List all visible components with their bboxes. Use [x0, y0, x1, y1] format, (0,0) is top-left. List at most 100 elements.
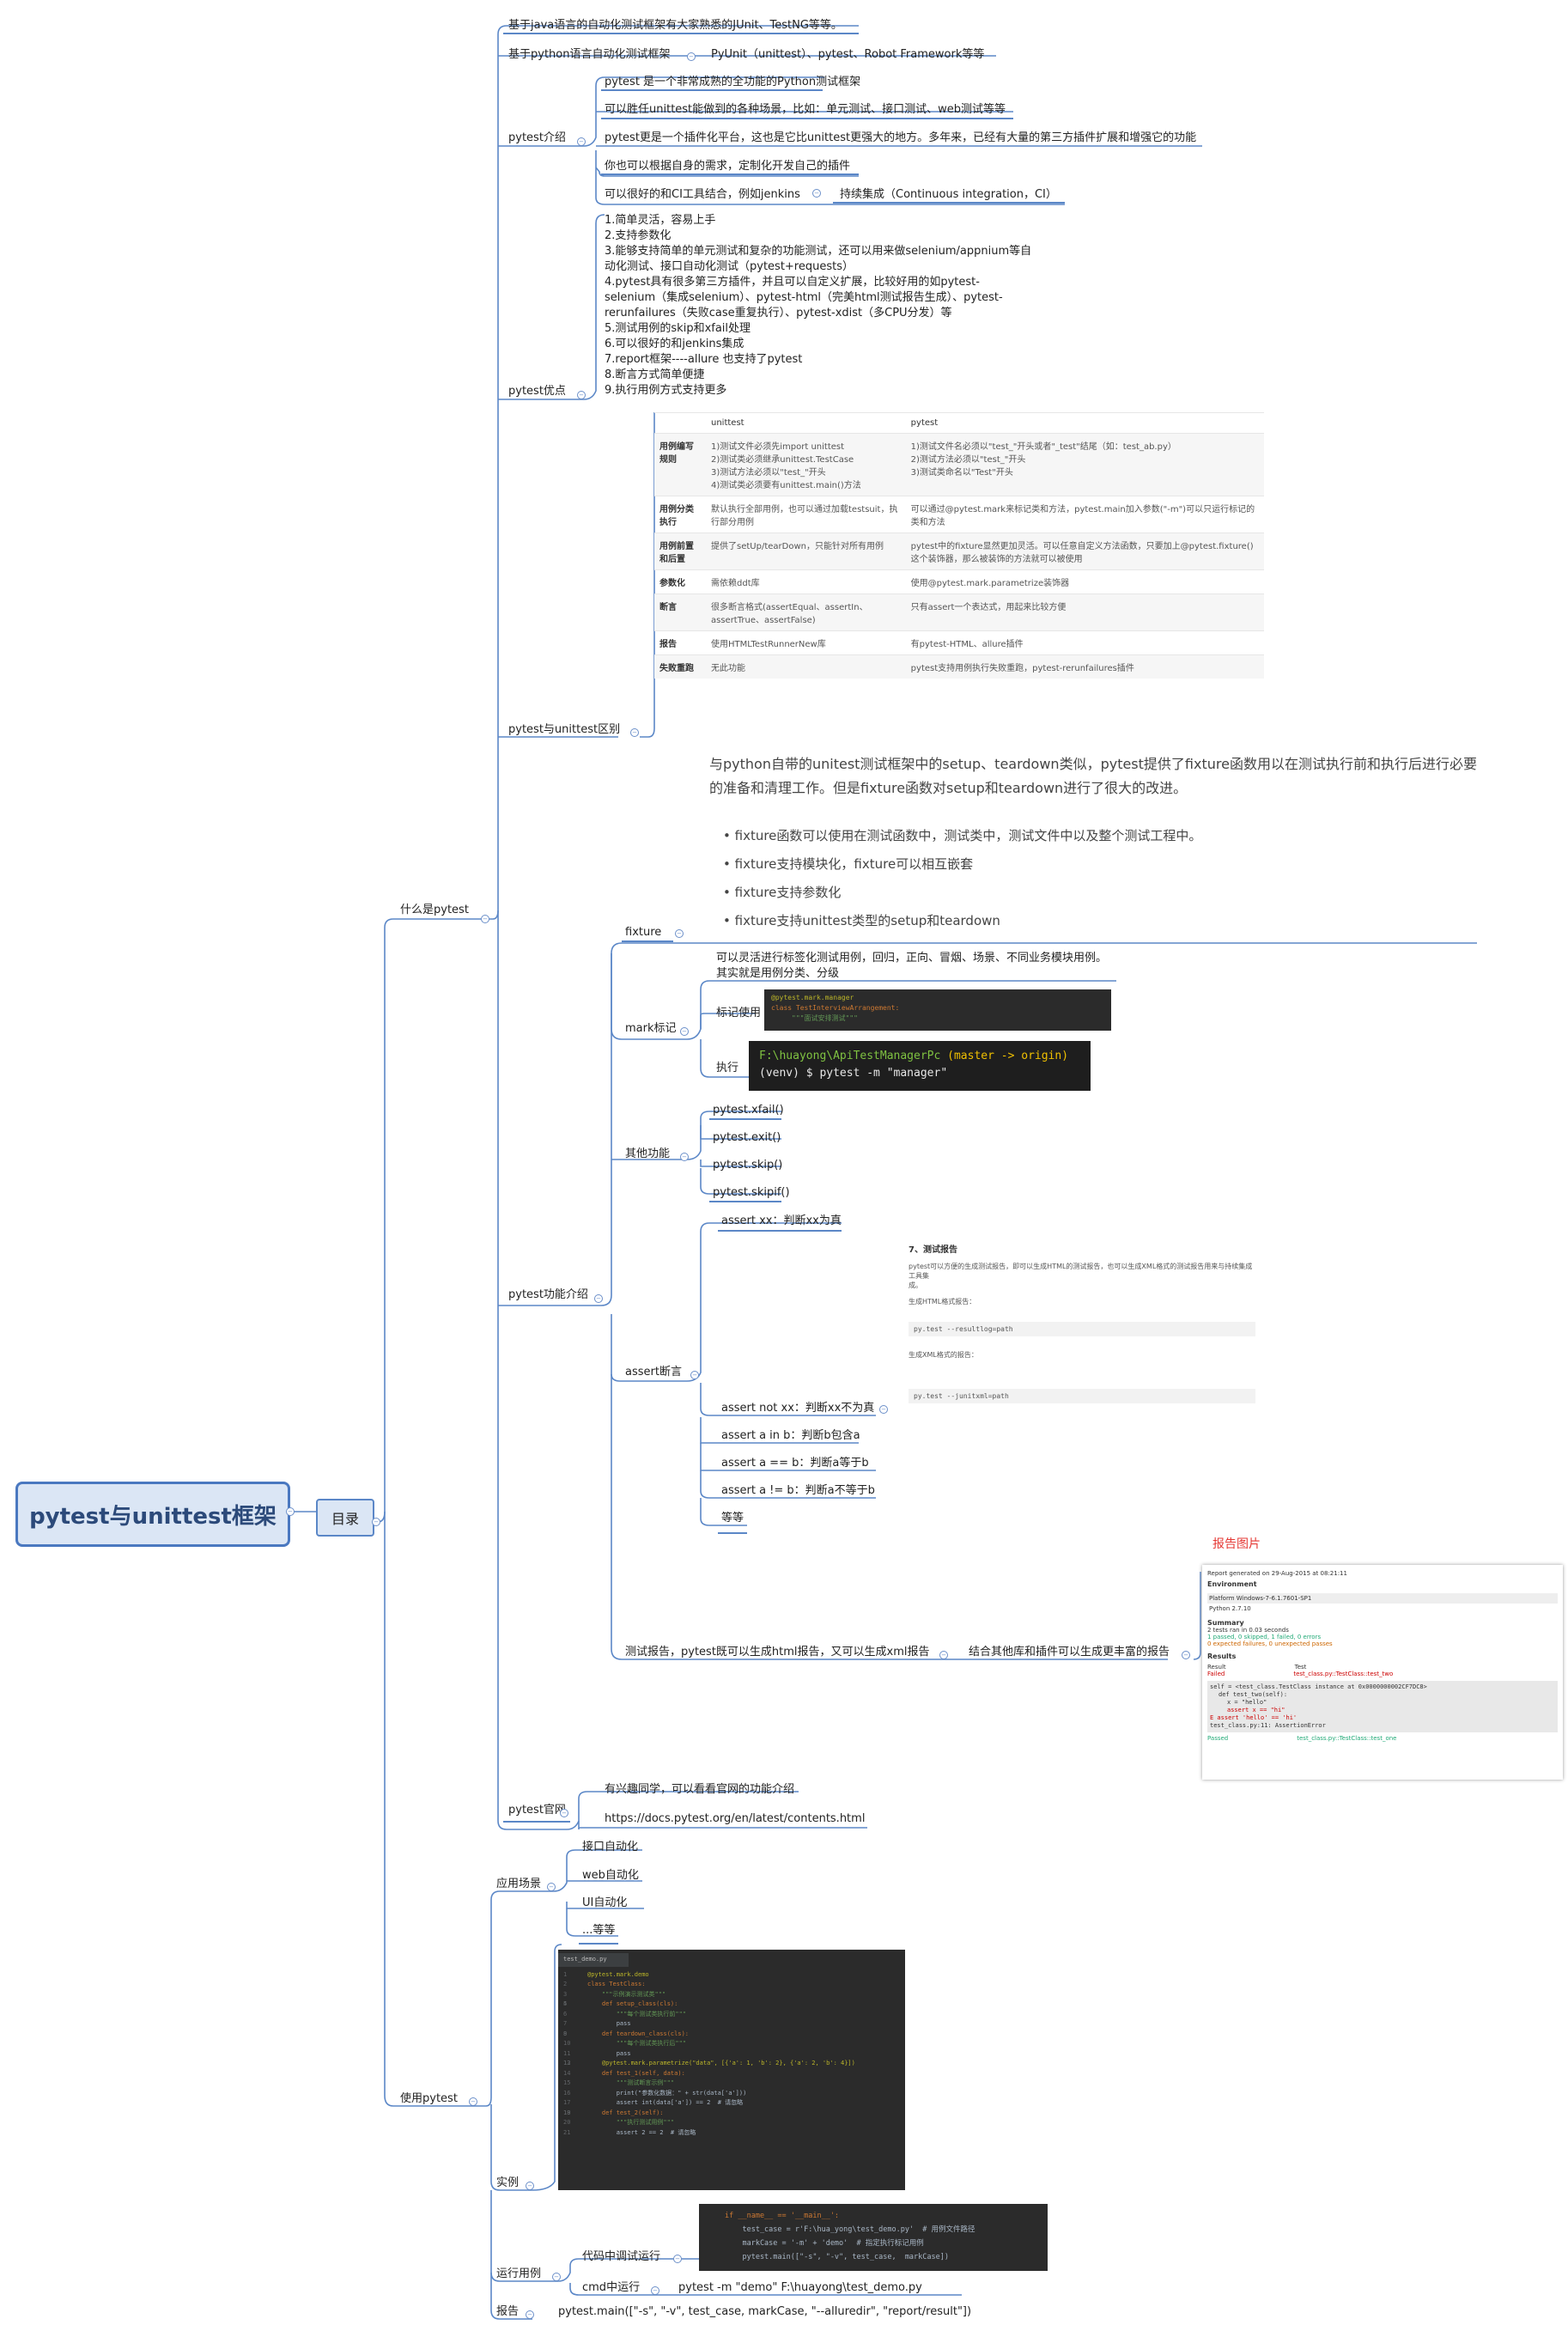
topic-java-frameworks[interactable]: 基于java语言的自动化测试框架有大家熟悉的JUnit、TestNG等等。: [508, 19, 842, 32]
doc-title: 7、测试报告: [909, 1245, 957, 1255]
collapse-toggle-icon[interactable]: −: [547, 1883, 556, 1891]
advantage-line: 4.pytest具有很多第三方插件，并且可以自定义扩展，比较好用的如pytest…: [605, 276, 980, 289]
topic-pytest-features[interactable]: pytest功能介绍: [508, 1288, 588, 1301]
topic-pytest-website[interactable]: pytest官网: [508, 1804, 566, 1817]
collapse-toggle-icon[interactable]: −: [577, 391, 586, 399]
intro-ci-item[interactable]: 持续集成（Continuous integration，CI）: [840, 188, 1057, 201]
collapse-toggle-icon[interactable]: −: [680, 1027, 689, 1036]
mark-description-2[interactable]: 其实就是用例分类、分级: [716, 967, 840, 980]
assert-item[interactable]: 等等: [721, 1512, 744, 1525]
collapse-toggle-icon[interactable]: −: [812, 189, 821, 198]
intro-item-1[interactable]: pytest 是一个非常成熟的全功能的Python测试框架: [605, 76, 861, 88]
collapse-toggle-icon[interactable]: −: [526, 2182, 534, 2190]
toc-topic[interactable]: 目录: [316, 1499, 374, 1537]
topic-run-cases[interactable]: 运行用例: [496, 2267, 542, 2280]
topic-report[interactable]: 报告: [496, 2305, 520, 2318]
topic-python-frameworks[interactable]: 基于python语言自动化测试框架: [508, 48, 671, 61]
other-xfail[interactable]: pytest.xfail(): [713, 1104, 784, 1117]
run-in-cmd[interactable]: cmd中运行: [582, 2281, 641, 2294]
other-skip[interactable]: pytest.skip(): [713, 1159, 783, 1172]
line-number: 4: [563, 2000, 568, 2007]
collapse-toggle-icon[interactable]: −: [630, 728, 639, 737]
report-command[interactable]: pytest.main(["-s", "-v", test_case, mark…: [558, 2305, 972, 2318]
topic-scenarios[interactable]: 应用场景: [496, 1878, 542, 1890]
mark-description-1[interactable]: 可以灵活进行标签化测试用例，回归，正向、冒烟、场景、不同业务模块用例。: [716, 952, 1108, 965]
root-topic[interactable]: pytest与unittest框架: [15, 1482, 290, 1547]
report-code: assert x == "hi": [1227, 1707, 1285, 1713]
collapse-toggle-icon[interactable]: −: [879, 1405, 888, 1414]
report-rich-plugins[interactable]: 结合其他库和插件可以生成更丰富的报告: [969, 1646, 1170, 1659]
other-skipif[interactable]: pytest.skipif(): [713, 1186, 790, 1199]
collapse-toggle-icon[interactable]: −: [481, 915, 489, 923]
assert-item[interactable]: assert not xx：判断xx不为真: [721, 1402, 875, 1415]
collapse-toggle-icon[interactable]: −: [552, 2273, 561, 2281]
editor-tab[interactable]: test_demo.py: [558, 1953, 629, 1967]
scenario-web[interactable]: web自动化: [582, 1869, 639, 1882]
table-cell: 可以通过@pytest.mark来标记类和方法，pytest.main加入参数(…: [905, 496, 1264, 533]
scenario-etc[interactable]: ...等等: [582, 1924, 616, 1937]
code-line: 16 print("参数化数据：" + str(data['a'])): [558, 2089, 905, 2099]
collapse-toggle-icon[interactable]: −: [680, 1153, 689, 1161]
scenario-api[interactable]: 接口自动化: [582, 1841, 639, 1853]
assert-item[interactable]: assert a in b：判断b包含a: [721, 1429, 860, 1442]
fixture-bullet-3: • fixture支持参数化: [723, 885, 842, 900]
advantage-line: 5.测试用例的skip和xfail处理: [605, 322, 751, 335]
website-note[interactable]: 有兴趣同学，可以看看官网的功能介绍: [605, 1783, 795, 1796]
collapse-toggle-icon[interactable]: −: [675, 929, 684, 938]
topic-pytest-advantages[interactable]: pytest优点: [508, 385, 566, 398]
collapse-toggle-icon[interactable]: −: [651, 2286, 659, 2295]
cmd-command[interactable]: pytest -m "demo" F:\huayong\test_demo.py: [678, 2281, 922, 2294]
collapse-toggle-icon[interactable]: −: [673, 2255, 682, 2263]
line-number: 18: [563, 2109, 571, 2116]
report-cell: test_class.py::TestClass::test_one: [1297, 1735, 1397, 1742]
table-row: 用例分类执行默认执行全部用例，也可以通过加载testsuit，执行部分用例可以通…: [654, 496, 1264, 533]
topic-pytest-intro[interactable]: pytest介绍: [508, 131, 566, 144]
topic-assert[interactable]: assert断言: [625, 1366, 682, 1379]
collapse-toggle-icon[interactable]: −: [286, 1507, 295, 1516]
topic-mark[interactable]: mark标记: [625, 1022, 677, 1035]
collapse-toggle-icon[interactable]: −: [526, 2310, 534, 2319]
website-url-link[interactable]: https://docs.pytest.org/en/latest/conten…: [605, 1812, 866, 1825]
line-number: 21: [563, 2128, 571, 2136]
scenario-ui[interactable]: UI自动化: [582, 1896, 628, 1909]
intro-item-5[interactable]: 可以很好的和CI工具结合，例如jenkins: [605, 188, 800, 201]
advantage-line: 9.执行用例方式支持更多: [605, 384, 727, 397]
collapse-toggle-icon[interactable]: −: [560, 1809, 568, 1817]
collapse-toggle-icon[interactable]: −: [939, 1651, 948, 1659]
collapse-toggle-icon[interactable]: −: [687, 52, 696, 61]
assert-item[interactable]: assert a != b：判断a不等于b: [721, 1484, 875, 1497]
topic-test-report[interactable]: 测试报告，pytest既可以生成html报告，又可以生成xml报告: [625, 1646, 930, 1659]
doc-code: py.test --resultlog=path: [909, 1322, 1255, 1336]
code-line: 10 """每个测试类执行后""": [558, 2039, 905, 2049]
mark-usage[interactable]: 标记使用: [716, 1007, 762, 1019]
report-image-title[interactable]: 报告图片: [1212, 1537, 1261, 1551]
intro-item-3[interactable]: pytest更是一个插件化平台，这也是它比unittest更强大的地方。多年来，…: [605, 131, 1197, 144]
intro-item-4[interactable]: 你也可以根据自身的需求，定制化开发自己的插件: [605, 160, 851, 173]
topic-what-is-pytest[interactable]: 什么是pytest: [400, 904, 469, 916]
collapse-toggle-icon[interactable]: −: [469, 2097, 477, 2106]
code-line: 7 pass: [558, 2019, 905, 2030]
table-cell: 参数化: [654, 569, 706, 594]
other-exit[interactable]: pytest.exit(): [713, 1131, 781, 1144]
intro-item-2[interactable]: 可以胜任unittest能做到的各种场景，比如：单元测试、接口测试、web测试等…: [605, 103, 1006, 116]
report-heading: Summary: [1207, 1619, 1244, 1627]
collapse-toggle-icon[interactable]: −: [577, 137, 586, 146]
assert-item[interactable]: assert a == b：判断a等于b: [721, 1457, 869, 1470]
collapse-toggle-icon[interactable]: −: [372, 1518, 380, 1526]
topic-python-framework-list[interactable]: PyUnit（unittest）、pytest、Robot Framework等…: [711, 48, 985, 61]
topic-pytest-vs-unittest[interactable]: pytest与unittest区别: [508, 723, 621, 736]
topic-fixture[interactable]: fixture: [625, 926, 662, 939]
assert-true[interactable]: assert xx：判断xx为真: [721, 1214, 842, 1227]
topic-example[interactable]: 实例: [496, 2176, 520, 2189]
run-in-code[interactable]: 代码中调试运行: [582, 2250, 661, 2263]
collapse-toggle-icon[interactable]: −: [594, 1294, 603, 1303]
topic-use-pytest[interactable]: 使用pytest: [400, 2092, 458, 2105]
topic-other-features[interactable]: 其他功能: [625, 1147, 671, 1160]
mark-run[interactable]: 执行: [716, 1062, 739, 1074]
code-line: test_case = r'F:\hua_yong\test_demo.py' …: [725, 2225, 975, 2234]
collapse-toggle-icon[interactable]: −: [690, 1371, 699, 1379]
table-cell: 提供了setUp/tearDown，只能针对所有用例: [706, 533, 906, 570]
collapse-toggle-icon[interactable]: −: [1182, 1651, 1190, 1659]
